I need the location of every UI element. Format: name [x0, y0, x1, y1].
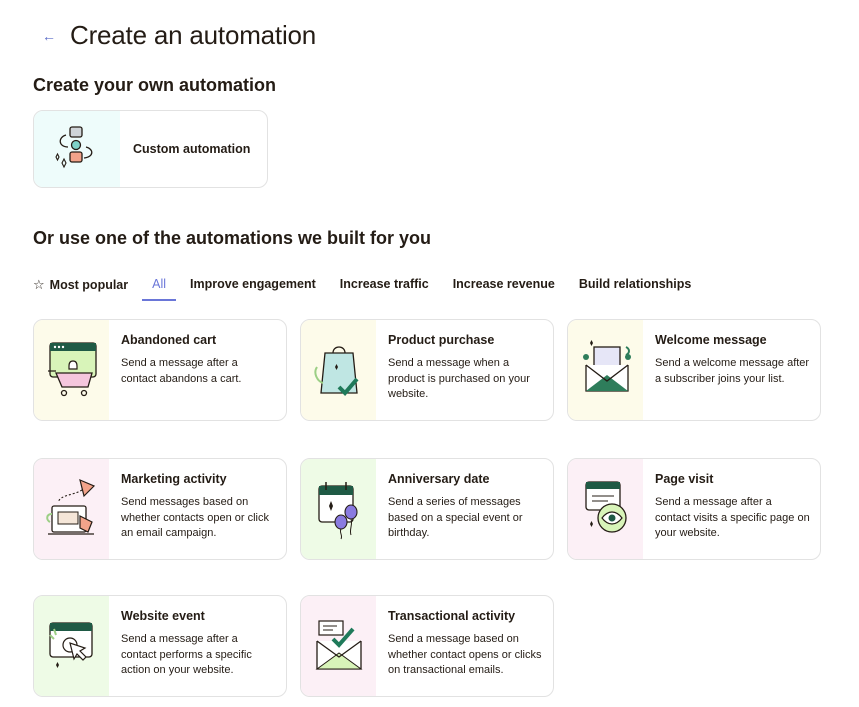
paper-plane-icon — [45, 478, 95, 535]
shopping-cart-icon — [47, 342, 97, 397]
arrow-left-icon: ← — [42, 27, 56, 44]
card-transactional-activity[interactable]: Transactional activity Send a message ba… — [300, 595, 554, 697]
card-title: Transactional activity — [388, 609, 516, 623]
built-automations-heading: Or use one of the automations we built f… — [33, 228, 432, 248]
tab-increase-revenue[interactable]: Increase revenue — [452, 277, 555, 291]
card-title: Page visit — [655, 472, 714, 486]
scrollbar[interactable] — [851, 0, 859, 707]
card-description: Send a message after a contact abandons … — [121, 357, 242, 385]
card-marketing-activity[interactable]: Marketing activity Send messages based o… — [33, 458, 287, 560]
workflow-icon — [55, 126, 93, 169]
cursor-click-icon — [48, 622, 93, 668]
card-thumbnail — [34, 459, 109, 559]
card-product-purchase[interactable]: Product purchase Send a message when a p… — [300, 319, 554, 421]
card-description: Send a series of messages based on a spe… — [388, 496, 523, 539]
calendar-balloons-icon — [317, 482, 358, 540]
card-welcome-message[interactable]: Welcome message Send a welcome message a… — [567, 319, 821, 421]
envelope-icon — [582, 340, 631, 392]
card-title: Website event — [121, 609, 205, 623]
card-anniversary-date[interactable]: Anniversary date Send a series of messag… — [300, 458, 554, 560]
shopping-bag-icon — [313, 346, 359, 396]
tab-increase-traffic[interactable]: Increase traffic — [339, 277, 429, 291]
tab-all[interactable]: All — [142, 270, 176, 301]
page-title: Create an automation — [70, 20, 317, 50]
own-automation-heading: Create your own automation — [33, 75, 277, 95]
card-description: Send messages based on whether contacts … — [121, 496, 269, 539]
custom-automation-label: Custom automation — [133, 142, 251, 156]
card-thumbnail — [301, 320, 376, 420]
eye-icon — [584, 481, 627, 533]
star-icon: ☆ — [33, 277, 45, 292]
card-description: Send a message when a product is purchas… — [388, 357, 530, 400]
card-description: Send a message after a contact visits a … — [655, 496, 810, 539]
tab-improve-engagement[interactable]: Improve engagement — [190, 277, 316, 291]
card-title: Marketing activity — [121, 472, 227, 486]
card-description: Send a message after a contact performs … — [121, 633, 252, 676]
card-website-event[interactable]: Website event Send a message after a con… — [33, 595, 287, 697]
card-title: Abandoned cart — [121, 333, 217, 347]
card-page-visit[interactable]: Page visit Send a message after a contac… — [567, 458, 821, 560]
receipt-envelope-icon — [314, 620, 363, 670]
page-header: ← Create an automation — [38, 20, 316, 51]
category-tabs: ☆ Most popular All Improve engagement In… — [33, 270, 691, 306]
card-title: Product purchase — [388, 333, 495, 347]
tab-build-relationships[interactable]: Build relationships — [578, 277, 692, 291]
custom-automation-card[interactable]: Custom automation — [33, 110, 268, 188]
card-thumbnail — [568, 459, 643, 559]
card-thumbnail — [301, 459, 376, 559]
card-thumbnail — [34, 596, 109, 696]
card-abandoned-cart[interactable]: Abandoned cart Send a message after a co… — [33, 319, 287, 421]
card-description: Send a welcome message after a subscribe… — [655, 357, 810, 385]
card-title: Anniversary date — [388, 472, 490, 486]
back-button[interactable]: ← — [38, 22, 60, 50]
card-thumbnail — [34, 320, 109, 420]
tab-most-popular[interactable]: ☆ Most popular — [33, 277, 129, 292]
card-thumbnail — [301, 596, 376, 696]
card-title: Welcome message — [655, 333, 767, 347]
card-description: Send a message based on whether contact … — [388, 633, 542, 676]
custom-automation-thumbnail — [34, 111, 120, 187]
card-thumbnail — [568, 320, 643, 420]
